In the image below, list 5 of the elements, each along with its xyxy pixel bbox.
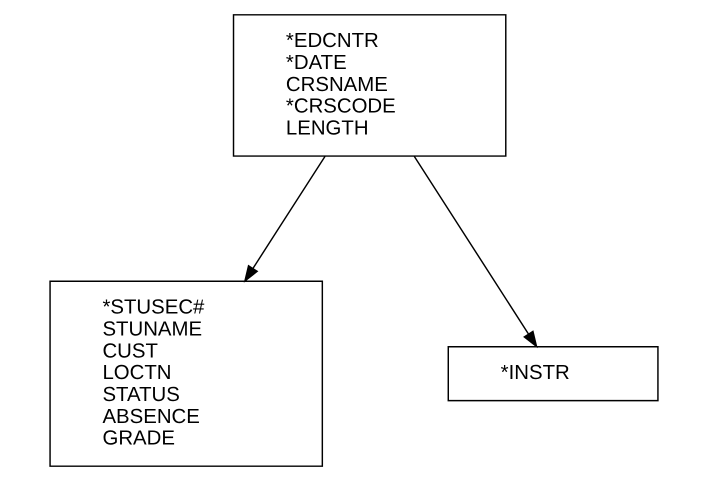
node-box: *EDCNTR *DATE CRSNAME *CRSCODE LENGTH bbox=[232, 14, 506, 156]
node-box: *STUSEC# STUNAME CUST LOCTN STATUS ABSENCE GRADE bbox=[48, 280, 323, 466]
arrow bbox=[413, 155, 538, 348]
node-box: *INSTR bbox=[447, 346, 658, 401]
arrow bbox=[243, 155, 326, 282]
